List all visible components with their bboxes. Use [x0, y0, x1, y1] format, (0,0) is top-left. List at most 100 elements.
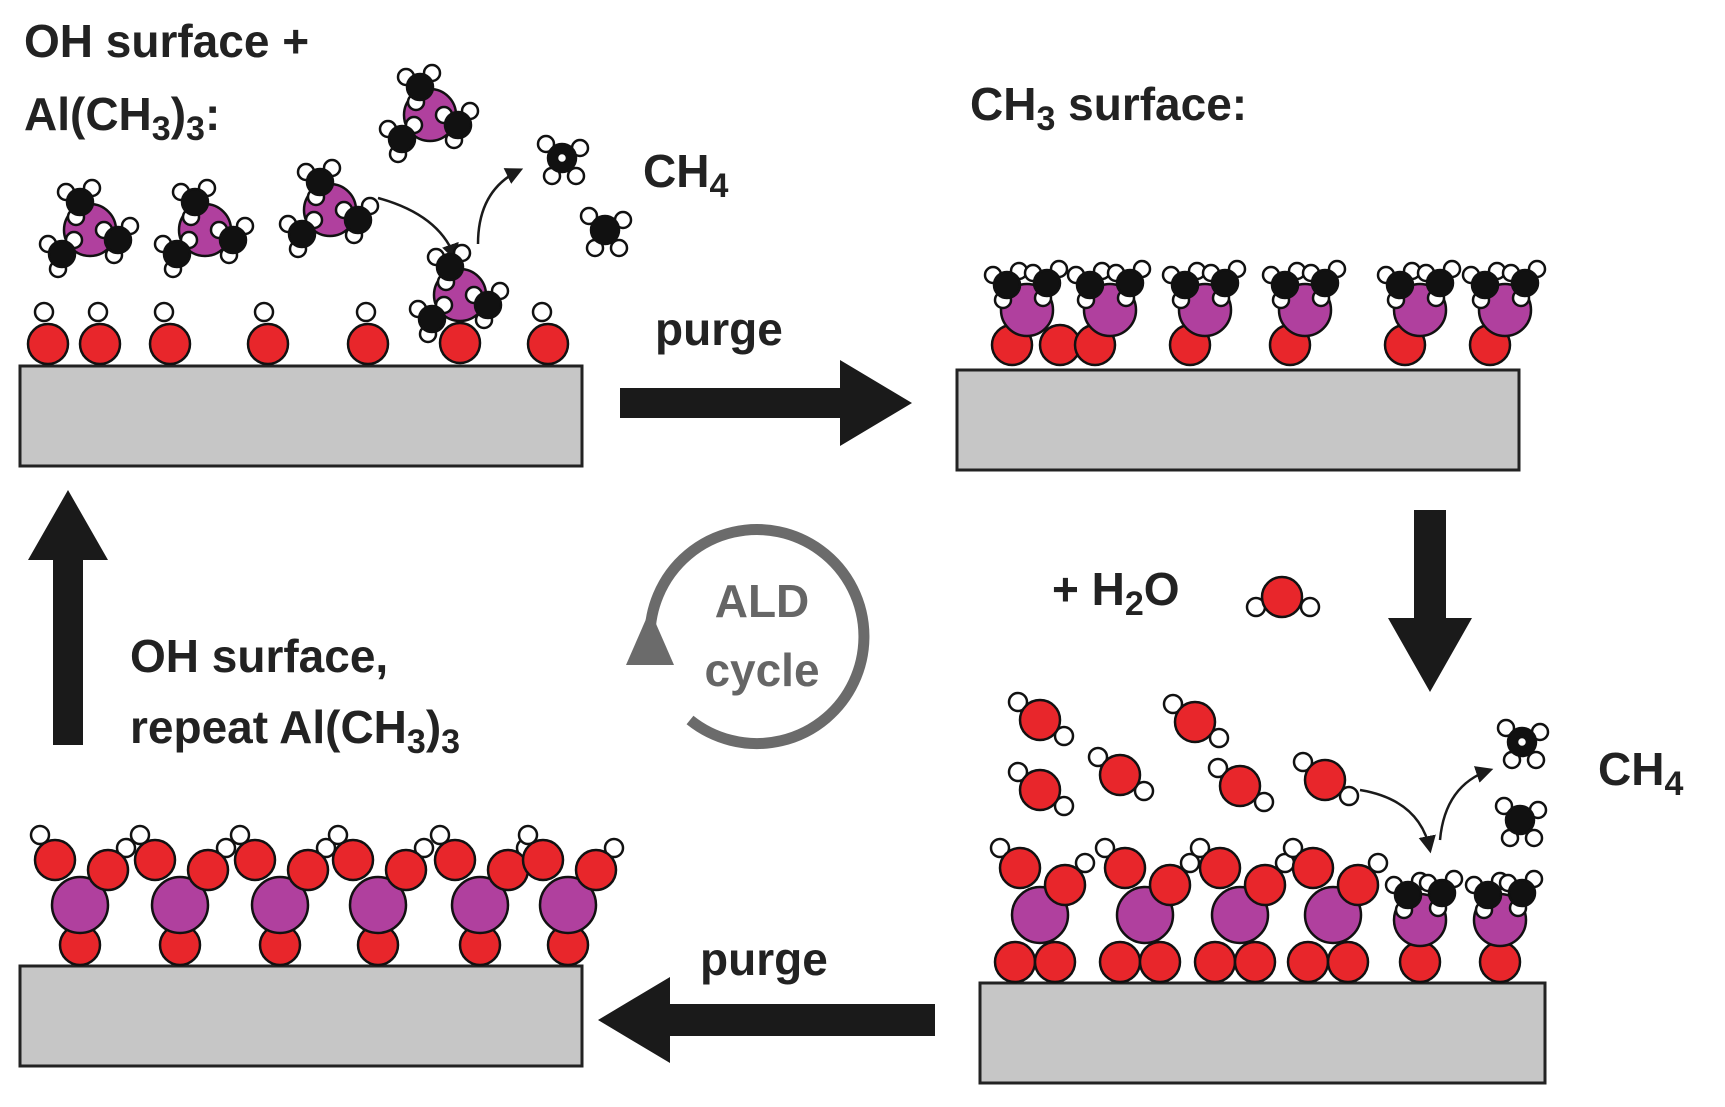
oxygen-atom	[486, 848, 530, 892]
carbon-atom	[1385, 270, 1415, 300]
hydrogen-atom	[115, 837, 137, 859]
oxygen-atom	[526, 322, 570, 366]
carbon-atom	[180, 187, 210, 217]
reaction-arrow-in-top	[377, 196, 459, 262]
oxygen-atom	[1018, 768, 1062, 812]
hydrogen-atom	[253, 301, 275, 323]
atoms-layer	[26, 63, 1550, 984]
oxygen-atom	[1148, 863, 1192, 907]
oxygen-atom	[233, 838, 277, 882]
hydrogen-atom	[355, 301, 377, 323]
oxygen-atom	[1173, 700, 1217, 744]
carbon-atom	[1075, 270, 1105, 300]
hydrogen-atom	[609, 238, 629, 258]
carbon-atom	[1427, 878, 1457, 908]
oxygen-atom	[998, 846, 1042, 890]
hydrogen-atom	[153, 301, 175, 323]
step2-label: CH3 surface:	[970, 78, 1247, 138]
hydrogen-atom	[517, 824, 539, 846]
oxygen-atom	[433, 838, 477, 882]
oxygen-atom	[1478, 940, 1522, 984]
oxygen-atom	[86, 848, 130, 892]
hydrogen-atom	[1526, 750, 1546, 770]
step1-label-line2: Al(CH3)3:	[24, 88, 220, 148]
purge-label-bottom: purge	[700, 933, 828, 985]
oxygen-atom	[1018, 698, 1062, 742]
aluminum-atom	[50, 875, 110, 935]
hydrogen-atom	[215, 837, 237, 859]
oxygen-atom	[1103, 846, 1147, 890]
reaction-arrow-out-top	[476, 168, 524, 245]
hydrogen-atom	[989, 837, 1011, 859]
carbon-atom	[1032, 268, 1062, 298]
substrate-top-left	[18, 364, 584, 468]
oxygen-atom	[574, 848, 618, 892]
oxygen-atom	[1098, 753, 1142, 797]
hydrogen-atom	[1496, 718, 1516, 738]
step4-label-line2: repeat Al(CH3)3	[130, 701, 460, 761]
hydrogen-atom	[1074, 852, 1096, 874]
carbon-atom	[65, 187, 95, 217]
carbon-atom	[589, 214, 621, 246]
carbon-atom	[1115, 268, 1145, 298]
oxygen-atom	[1193, 940, 1237, 984]
hydrogen-atom	[1524, 828, 1544, 848]
hydrogen-atom	[229, 824, 251, 846]
oxygen-atom	[1033, 940, 1077, 984]
hydrogen-atom	[555, 151, 569, 165]
hydrogen-atom	[579, 206, 599, 226]
hydrogen-atom	[1189, 837, 1211, 859]
hydrogen-atom	[1094, 837, 1116, 859]
cycle-label-line2: cycle	[704, 644, 819, 696]
oxygen-atom	[1336, 863, 1380, 907]
oxygen-atom	[331, 838, 375, 882]
repeat-arrow-up	[28, 490, 108, 745]
purge-arrow-right	[620, 360, 912, 446]
step1-label-line1: OH surface +	[24, 15, 309, 67]
h2o-arrow-down	[1388, 510, 1472, 692]
hydrogen-atom	[1053, 725, 1075, 747]
hydrogen-atom	[566, 166, 586, 186]
aluminum-atom	[348, 875, 408, 935]
carbon-atom	[218, 225, 248, 255]
hydrogen-atom	[1007, 761, 1029, 783]
hydrogen-atom	[1007, 691, 1029, 713]
oxygen-atom	[26, 322, 70, 366]
carbon-atom	[387, 124, 417, 154]
substrate-bottom-right	[978, 981, 1547, 1085]
hydrogen-atom	[1292, 751, 1314, 773]
hydrogen-atom	[1133, 780, 1155, 802]
carbon-atom	[103, 225, 133, 255]
oxygen-atom	[246, 322, 290, 366]
oxygen-atom	[521, 838, 565, 882]
oxygen-atom	[1243, 863, 1287, 907]
carbon-atom	[1425, 268, 1455, 298]
hydrogen-atom	[1179, 852, 1201, 874]
reaction-arrow-in-bottom	[1359, 788, 1436, 854]
cycle-label-line1: ALD	[715, 575, 810, 627]
hydrogen-atom	[1515, 735, 1529, 749]
carbon-atom	[47, 239, 77, 269]
hydrogen-atom	[1338, 785, 1360, 807]
h2o-label: + H2O	[1052, 563, 1180, 623]
oxygen-atom	[148, 322, 192, 366]
carbon-atom	[162, 239, 192, 269]
carbon-atom	[405, 72, 435, 102]
ch4-label-top: CH4	[643, 145, 728, 205]
oxygen-atom	[78, 322, 122, 366]
hydrogen-atom	[1087, 746, 1109, 768]
oxygen-atom	[133, 838, 177, 882]
oxygen-atom	[1398, 940, 1442, 984]
carbon-atom	[1270, 270, 1300, 300]
aluminum-atom	[450, 875, 510, 935]
carbon-atom	[435, 252, 465, 282]
hydrogen-atom	[603, 837, 625, 859]
carbon-atom	[1170, 270, 1200, 300]
oxygen-atom	[186, 848, 230, 892]
carbon-atom	[417, 304, 447, 334]
ald-cycle-icon	[626, 524, 870, 749]
oxygen-atom	[346, 322, 390, 366]
hydrogen-atom	[1299, 596, 1321, 618]
carbon-atom	[1473, 880, 1503, 910]
carbon-atom	[1510, 268, 1540, 298]
